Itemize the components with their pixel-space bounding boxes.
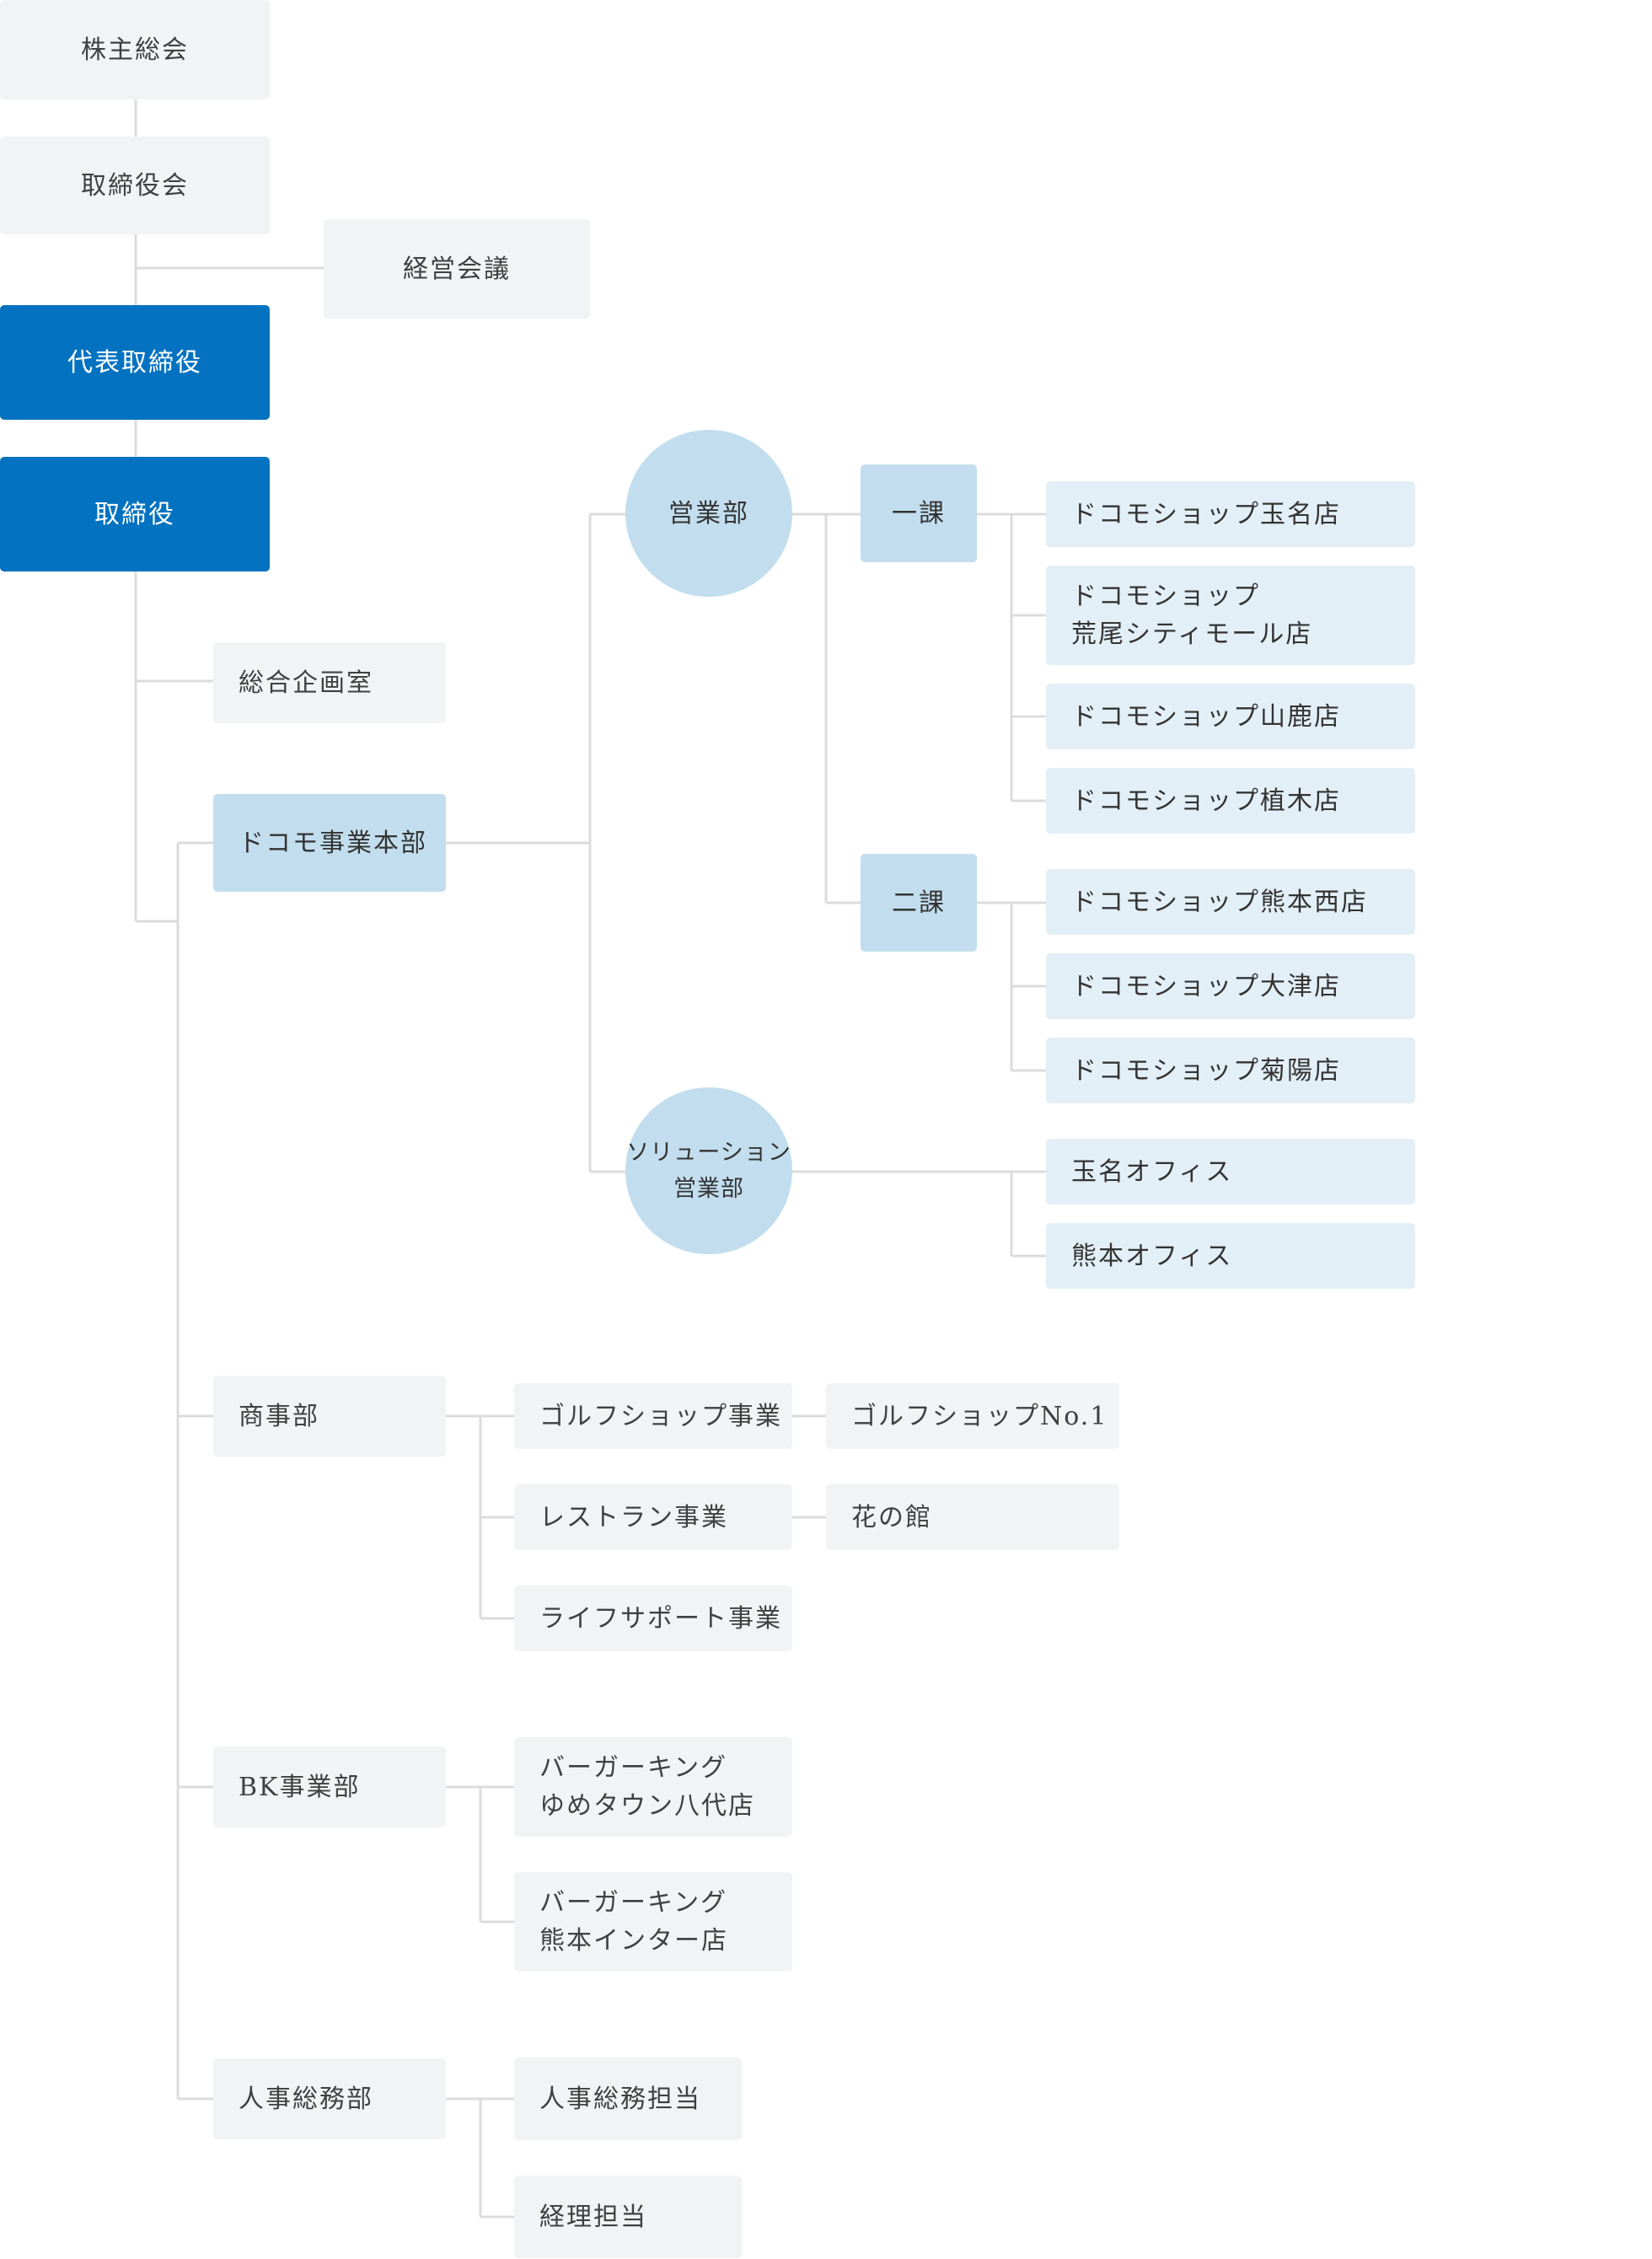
bk-youme-box: バーガーキング ゆめタウン八代店 [514, 1737, 792, 1837]
kumamoto-office-box: 熊本オフィス [1046, 1223, 1415, 1289]
director-box: 取締役 [0, 457, 270, 571]
docomo-hq-box: ドコモ事業本部 [213, 794, 446, 892]
shop-kumamoto-nishi-box: ドコモショップ熊本西店 [1046, 869, 1415, 935]
bk-inter-box: バーガーキング 熊本インター店 [514, 1872, 792, 1972]
shop-tamana-box: ドコモショップ玉名店 [1046, 481, 1415, 547]
golf-business-box: ゴルフショップ事業 [514, 1383, 792, 1449]
section-2-box: 二課 [861, 854, 977, 952]
shop-ozu-box: ドコモショップ大津店 [1046, 953, 1415, 1019]
shareholders-meeting-box: 株主総会 [0, 0, 270, 99]
solution-sales-circle: ソリューション 営業部 [625, 1087, 792, 1254]
accounting-staff-box: 経理担当 [514, 2176, 742, 2258]
trading-dept-box: 商事部 [213, 1376, 446, 1457]
planning-office-box: 総合企画室 [213, 642, 446, 723]
sales-dept-circle: 営業部 [625, 430, 792, 597]
hana-no-yakata-box: 花の館 [826, 1484, 1119, 1550]
shop-ueki-box: ドコモショップ植木店 [1046, 768, 1415, 834]
life-support-box: ライフサポート事業 [514, 1586, 792, 1651]
representative-director-box: 代表取締役 [0, 305, 270, 420]
golf-shop-no1-box: ゴルフショップNo.1 [826, 1383, 1119, 1449]
hr-dept-box: 人事総務部 [213, 2058, 446, 2139]
management-meeting-box: 経営会議 [324, 219, 590, 319]
board-of-directors-box: 取締役会 [0, 137, 270, 234]
section-1-box: 一課 [861, 464, 977, 562]
shop-kikuyo-box: ドコモショップ菊陽店 [1046, 1038, 1415, 1103]
shop-yamaga-box: ドコモショップ山鹿店 [1046, 684, 1415, 749]
bk-dept-box: BK事業部 [213, 1747, 446, 1827]
hr-staff-box: 人事総務担当 [514, 2058, 742, 2140]
tamana-office-box: 玉名オフィス [1046, 1139, 1415, 1205]
shop-arao-box: ドコモショップ 荒尾シティモール店 [1046, 566, 1415, 665]
restaurant-business-box: レストラン事業 [514, 1484, 792, 1550]
